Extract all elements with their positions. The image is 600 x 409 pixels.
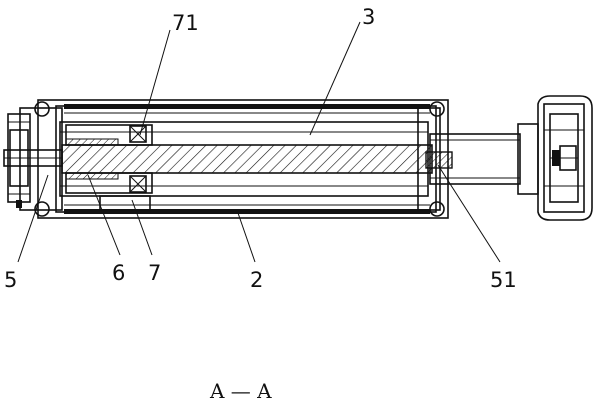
piston-rod [425,123,539,195]
outer-housing [19,99,449,219]
label-5: 5 [4,268,17,292]
section-title: A — A [209,379,272,403]
right-end-head [537,95,593,221]
left-end-cap [7,113,31,208]
label-7: 7 [148,261,161,285]
drive-shaft [3,149,63,167]
lead-screw [61,144,433,174]
label-3: 3 [362,5,375,29]
label-71: 71 [172,11,199,35]
label-51: 51 [490,268,517,292]
label-2: 2 [250,268,263,292]
label-6: 6 [112,261,125,285]
leader-lines [17,21,501,263]
